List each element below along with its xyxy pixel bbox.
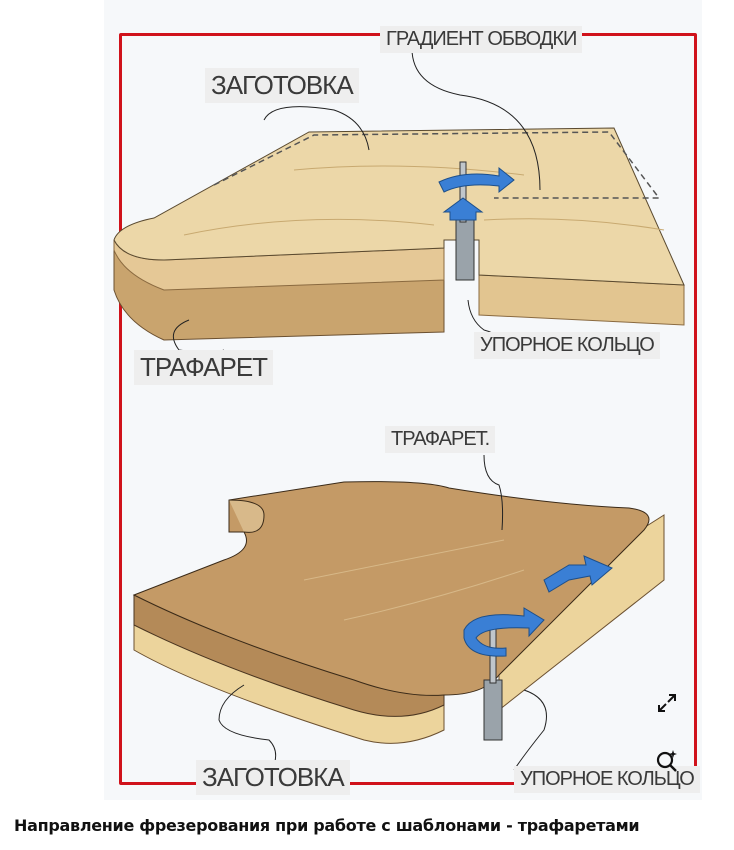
label-bearing-ring-top: УПОРНОЕ КОЛЬЦО — [474, 332, 660, 359]
visual-search-button[interactable] — [652, 746, 682, 776]
top-illustration — [113, 106, 685, 353]
label-template-top: ТРАФАРЕТ — [134, 350, 274, 385]
label-edge-gradient: ГРАДИЕНТ ОБВОДКИ — [380, 26, 583, 53]
expand-button[interactable] — [652, 688, 682, 718]
label-template-bottom: ТРАФАРЕТ. — [385, 426, 496, 453]
leader-gradient — [411, 45, 541, 191]
label-bearing-ring-bottom: УПОРНОЕ КОЛЬЦО — [514, 766, 700, 793]
bottom-illustration — [132, 454, 665, 771]
visual-search-icon — [656, 750, 677, 772]
image-caption: Направление фрезерования при работе с ша… — [14, 816, 640, 835]
label-workpiece-top: ЗАГОТОВКА — [205, 68, 359, 103]
expand-icon — [658, 694, 676, 712]
label-workpiece-bottom: ЗАГОТОВКА — [196, 760, 350, 795]
